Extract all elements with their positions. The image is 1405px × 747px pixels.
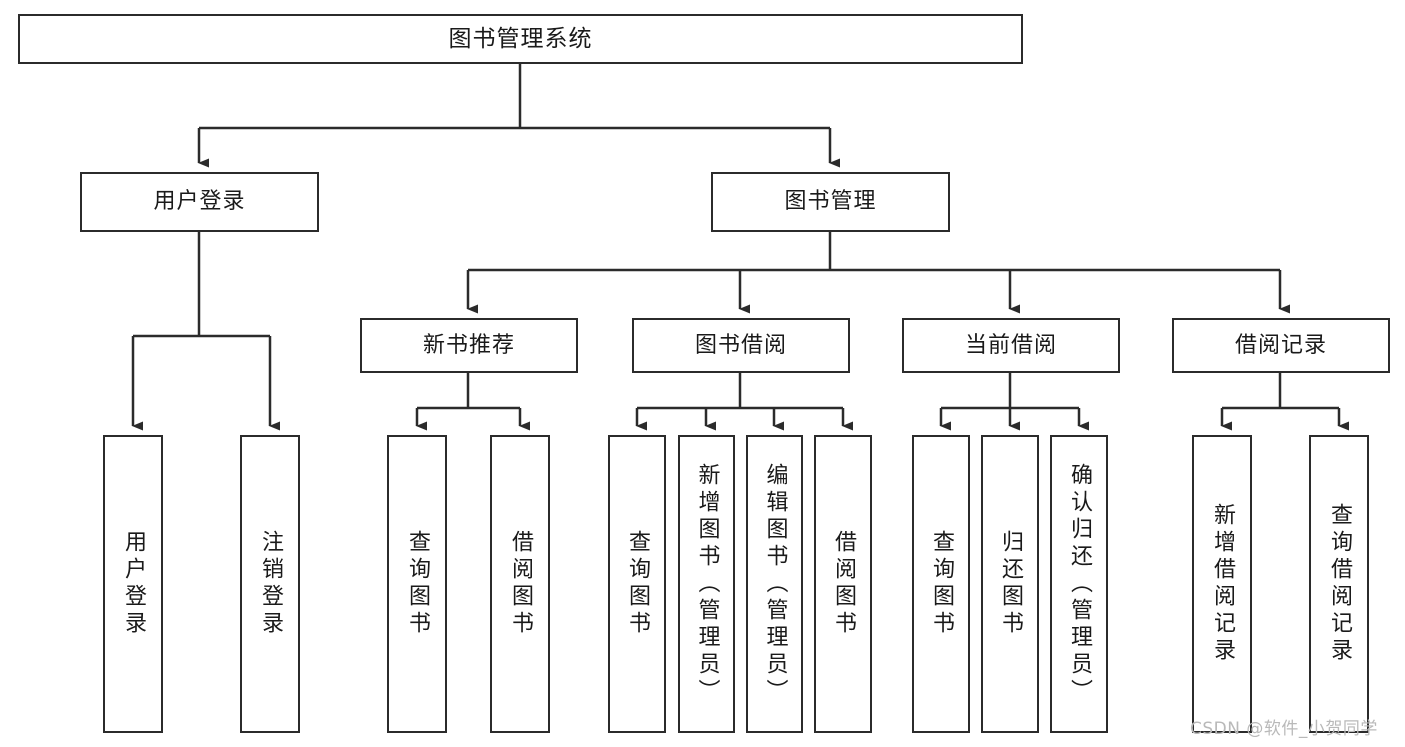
node-label: 用户登录 [121, 530, 146, 638]
node-label: 借阅图书 [831, 530, 856, 638]
node-label: 新书推荐 [422, 332, 515, 358]
node-label: 图书管理系统 [448, 25, 593, 52]
node-book-management[interactable]: 图书管理 [711, 172, 950, 232]
node-label: 用户登录 [153, 189, 246, 215]
node-label: 查询借阅记录 [1327, 503, 1352, 665]
node-label: 新增借阅记录 [1210, 503, 1235, 665]
node-label: 确认归还（管理员） [1067, 462, 1092, 706]
node-borrow-record[interactable]: 借阅记录 [1172, 318, 1390, 373]
node-label: 图书借阅 [694, 332, 787, 358]
leaf-add-book-admin[interactable]: 新增图书（管理员） [678, 435, 735, 733]
leaf-logout[interactable]: 注销登录 [240, 435, 300, 733]
leaf-query-borrow-record[interactable]: 查询借阅记录 [1309, 435, 1369, 733]
node-current-borrow[interactable]: 当前借阅 [902, 318, 1120, 373]
node-label: 当前借阅 [964, 332, 1057, 358]
node-label: 新增图书（管理员） [694, 462, 720, 706]
leaf-borrow-book[interactable]: 借阅图书 [814, 435, 872, 733]
node-new-book-recommend[interactable]: 新书推荐 [360, 318, 578, 373]
node-root-system[interactable]: 图书管理系统 [18, 14, 1023, 64]
node-label: 查询图书 [929, 530, 954, 638]
leaf-query-book-current[interactable]: 查询图书 [912, 435, 970, 733]
leaf-query-book-borrow[interactable]: 查询图书 [608, 435, 666, 733]
leaf-borrow-book-newbook[interactable]: 借阅图书 [490, 435, 550, 733]
csdn-watermark: CSDN @软件_小贺同学 [1190, 719, 1378, 739]
leaf-confirm-return-admin[interactable]: 确认归还（管理员） [1050, 435, 1108, 733]
node-book-borrow[interactable]: 图书借阅 [632, 318, 850, 373]
node-label: 借阅图书 [508, 530, 533, 638]
leaf-user-login[interactable]: 用户登录 [103, 435, 163, 733]
node-label: 注销登录 [258, 530, 283, 638]
leaf-edit-book-admin[interactable]: 编辑图书（管理员） [746, 435, 803, 733]
node-label: 借阅记录 [1234, 332, 1327, 358]
node-user-login[interactable]: 用户登录 [80, 172, 319, 232]
node-label: 查询图书 [405, 530, 430, 638]
leaf-query-book-newbook[interactable]: 查询图书 [387, 435, 447, 733]
leaf-return-book[interactable]: 归还图书 [981, 435, 1039, 733]
node-label: 查询图书 [625, 530, 650, 638]
node-label: 编辑图书（管理员） [762, 462, 788, 706]
node-label: 归还图书 [998, 530, 1023, 638]
leaf-add-borrow-record[interactable]: 新增借阅记录 [1192, 435, 1252, 733]
node-label: 图书管理 [784, 189, 877, 215]
